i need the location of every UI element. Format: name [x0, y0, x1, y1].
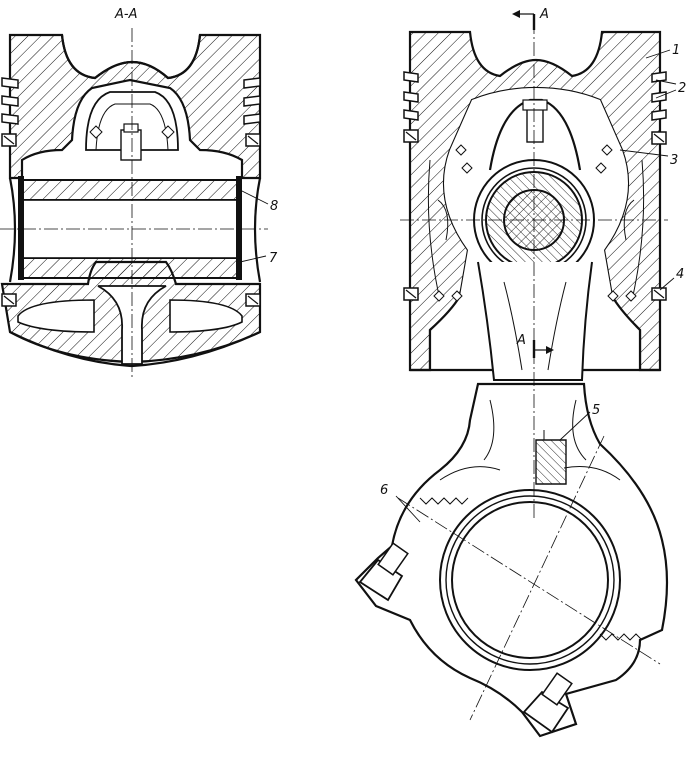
centerline-bigend-2	[469, 435, 605, 721]
pin-retainer-right	[236, 176, 242, 280]
callout-2: 2	[678, 81, 686, 96]
pin-retainer-left	[18, 176, 24, 280]
callout-7: 7	[269, 251, 278, 266]
oil-holes-row	[433, 144, 637, 302]
big-end-bore-inner	[451, 501, 609, 659]
assembly-view-right: A A 1 2 3 4 5 6	[354, 7, 686, 738]
cut-arrow-bottom: A	[516, 333, 554, 358]
rod-shank	[477, 261, 593, 381]
callout-6: 6	[380, 483, 388, 498]
cut-label-top: A	[539, 7, 549, 22]
ring-grooves-right-outer	[243, 77, 261, 147]
ring-grooves-right	[403, 71, 667, 301]
callout-4: 4	[676, 267, 684, 282]
cut-arrow-top: A	[512, 7, 549, 30]
callout-5: 5	[592, 403, 600, 418]
centerline-bigend-1	[397, 497, 661, 665]
callout-1: 1	[672, 43, 680, 58]
piston-pin-left	[21, 179, 241, 201]
section-view-left: A-A 8 7	[0, 7, 278, 380]
cap-bolt-lower-right	[522, 672, 573, 734]
callout-8: 8	[270, 199, 278, 214]
cut-label-bottom: A	[516, 333, 526, 348]
section-title: A-A	[114, 7, 137, 22]
cap-bolt-upper-left	[358, 542, 409, 602]
ring-grooves-left-outer	[1, 77, 19, 147]
callout-3: 3	[670, 153, 678, 168]
